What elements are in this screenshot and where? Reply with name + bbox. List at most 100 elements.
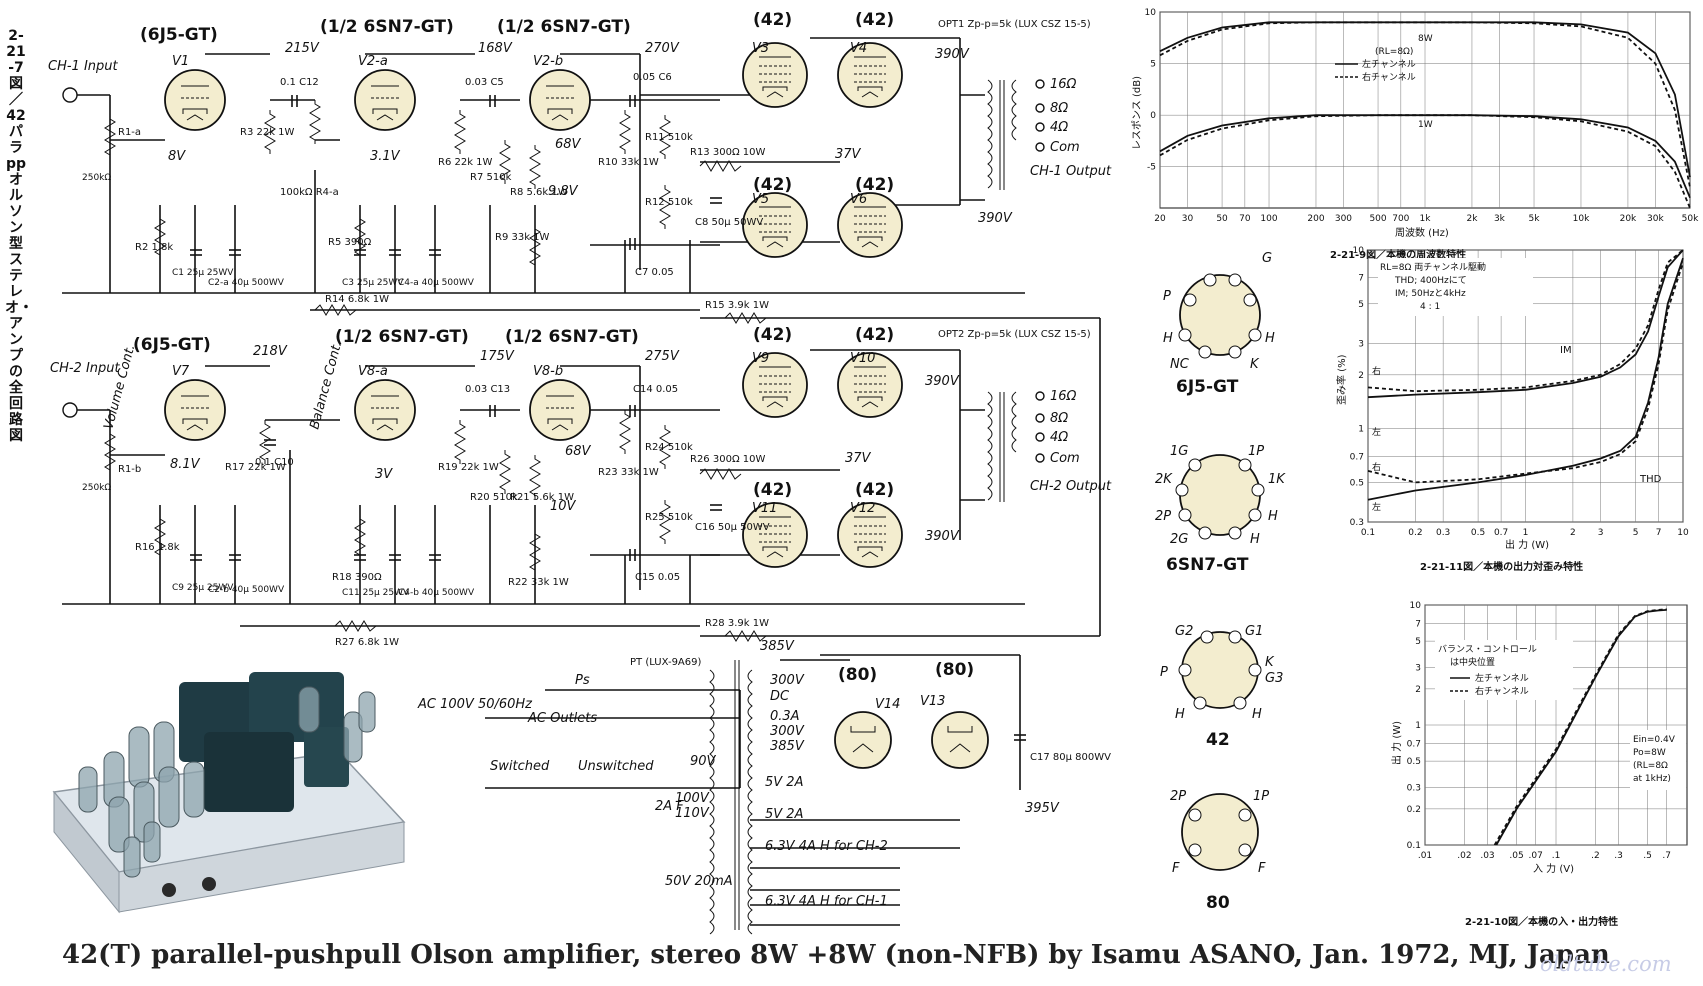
- pin-42-h1: H: [1175, 707, 1185, 722]
- chart2-ylabel: 歪み率 (%): [1335, 354, 1348, 405]
- c3-xtick-label: .7: [1662, 851, 1671, 861]
- r10-label: R10 33k 1W: [598, 157, 659, 168]
- c1-xtick-label: 10k: [1573, 214, 1590, 224]
- chart3-annot-rl: (RL=8Ω: [1633, 761, 1668, 771]
- r4a-label: 100kΩ R4-a: [280, 187, 339, 198]
- chart2-legend-4: 4 : 1: [1420, 302, 1440, 312]
- pt-tap-300b: 300V: [770, 724, 805, 739]
- pin-80-2p: 2P: [1170, 789, 1186, 804]
- v10-type-label: (42): [855, 325, 894, 345]
- c14-label: C14 0.05: [633, 384, 678, 395]
- chart3-legend-4: 右チャンネル: [1475, 685, 1529, 697]
- r22-label: R22 33k 1W: [508, 577, 569, 588]
- pin-6sn7-1k: 1K: [1268, 472, 1286, 487]
- v2a-type-label: (1/2 6SN7-GT): [320, 17, 454, 37]
- c1-xtick-label: 500: [1369, 214, 1386, 224]
- r23-label: R23 33k 1W: [598, 467, 659, 478]
- pinout-42: G2 G1 P K G3 H H 42: [1160, 624, 1283, 750]
- c1-xtick-label: 1k: [1420, 214, 1432, 224]
- opt1-tap-8: 8Ω: [1050, 101, 1068, 116]
- volt-9-8: 9.8V: [548, 184, 579, 199]
- ps-label: Ps: [575, 673, 590, 688]
- c3-ytick-label: 0.1: [1407, 841, 1421, 851]
- c1-xtick-label: 50k: [1682, 214, 1699, 224]
- volt-275: 275V: [645, 349, 680, 364]
- v13-type-label: (80): [935, 660, 974, 680]
- chart3-annot-ein: Ein=0.4V: [1633, 735, 1676, 745]
- switched-label: Switched: [490, 759, 550, 774]
- c13-label: 0.03 C13: [465, 384, 510, 395]
- c2-series-line: [1367, 262, 1684, 484]
- v4-type-label: (42): [855, 10, 894, 30]
- chart1-ylabel: レスポンス (dB): [1131, 76, 1143, 150]
- r8-label: R8 5.6k 1W: [510, 187, 568, 198]
- v11-label: V11: [752, 501, 777, 516]
- output-transformers: [62, 79, 1045, 935]
- opt1-tap-16: 16Ω: [1050, 77, 1077, 92]
- pt-label: PT (LUX-9A69): [630, 657, 702, 668]
- chart2-annot-right-thd: 右: [1372, 461, 1381, 473]
- c3-xtick-label: .07: [1529, 851, 1543, 861]
- v2a-label: V2-a: [358, 54, 388, 69]
- pt-tap-03a: 0.3A: [770, 709, 800, 724]
- c1-xtick-label: 300: [1335, 214, 1352, 224]
- volt-168: 168V: [478, 41, 513, 56]
- pinout-80: 2P 1P F F 80: [1170, 789, 1269, 913]
- chart1-annot-8w: 8W: [1418, 34, 1433, 44]
- ch1-output-label: CH-1 Output: [1030, 164, 1112, 179]
- c17-label: C17 80μ 800WV: [1030, 752, 1111, 763]
- c3-xtick-label: .3: [1614, 851, 1623, 861]
- balance-cont-label: Balance Cont.: [307, 340, 345, 431]
- volume-cont-label: Volume Cont.: [101, 343, 138, 431]
- c1-xtick-label: 100: [1260, 214, 1277, 224]
- c2-xtick-label: 0.7: [1494, 528, 1508, 538]
- bias-supply: 50V 20mA: [665, 874, 733, 889]
- c6-label: 0.05 C6: [633, 72, 672, 83]
- volt-37a: 37V: [835, 147, 862, 162]
- pt-90v: 90V: [690, 754, 717, 769]
- r5-label: R5 390Ω: [328, 237, 372, 248]
- chart2-legend-1: RL=8Ω 両チャンネル駆動: [1380, 262, 1486, 273]
- r1a-label: R1-a: [118, 127, 141, 138]
- volt-270: 270V: [645, 41, 680, 56]
- v8b-type-label: (1/2 6SN7-GT): [505, 327, 639, 347]
- c2-series-line: [1367, 249, 1684, 393]
- c2-ytick-label: 2: [1358, 371, 1364, 381]
- pinout-6sn7-title: 6SN7-GT: [1166, 555, 1249, 575]
- pin-6sn7-2p: 2P: [1155, 509, 1171, 524]
- c1-ytick-label: -5: [1147, 163, 1156, 173]
- c1-xtick-label: 2k: [1466, 214, 1478, 224]
- pin-6sn7-1p: 1P: [1248, 444, 1264, 459]
- watermark: oldtube.com: [1540, 952, 1672, 976]
- v7-type-label: (6J5-GT): [133, 335, 211, 355]
- c11-label: C11 25μ 25WV: [342, 588, 410, 598]
- opt2-label: OPT2 Zp-p=5k (LUX CSZ 15-5): [938, 329, 1091, 340]
- c2-xtick-label: 0.3: [1436, 528, 1450, 538]
- chart1-xlabel: 周波数 (Hz): [1395, 226, 1449, 239]
- c7-label: C7 0.05: [635, 267, 674, 278]
- chart1-legend-left: 左チャンネル: [1362, 58, 1416, 70]
- r16-label: R16 1.8k: [135, 542, 180, 553]
- chart2-annot-im: IM: [1560, 345, 1572, 356]
- v4-label: V4: [850, 41, 867, 56]
- c1-xtick-label: 5k: [1529, 214, 1541, 224]
- c3-ytick-label: 7: [1415, 620, 1421, 630]
- c3-ytick-label: 1: [1415, 721, 1421, 731]
- c2-xtick-label: 2: [1570, 528, 1576, 538]
- volt-175: 175V: [480, 349, 515, 364]
- c4a-label: C4-a 40μ 500WV: [398, 278, 475, 288]
- c3-ytick-label: 2: [1415, 685, 1421, 695]
- c1-xtick-label: 50: [1216, 214, 1228, 224]
- ac-outlets-label: AC Outlets: [527, 711, 597, 726]
- volt-37b: 37V: [845, 451, 872, 466]
- r28-label: R28 3.9k 1W: [705, 618, 769, 629]
- c3-label: C3 25μ 25WV: [342, 278, 404, 288]
- v8a-label: V8-a: [358, 364, 388, 379]
- c2-ytick-label: 3: [1358, 339, 1364, 349]
- v8b-label: V8-b: [533, 364, 563, 379]
- opt1-label: OPT1 Zp-p=5k (LUX CSZ 15-5): [938, 19, 1091, 30]
- c1-xtick-label: 700: [1392, 214, 1409, 224]
- volt-68b: 68V: [565, 444, 592, 459]
